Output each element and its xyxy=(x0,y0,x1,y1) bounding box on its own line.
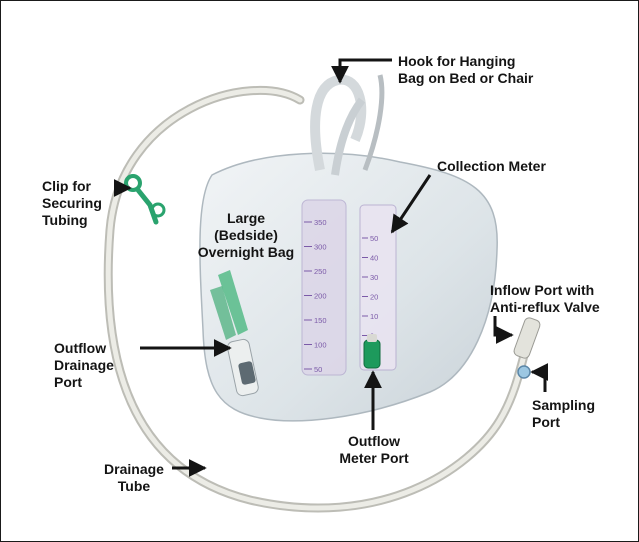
clip-label: Clip for Securing Tubing xyxy=(42,178,102,229)
scale-tick-label: 40 xyxy=(370,254,378,263)
sampling-port-label: Sampling Port xyxy=(532,397,595,431)
bag-label: Large (Bedside) Overnight Bag xyxy=(186,210,306,261)
drainage-tube-label: Drainage Tube xyxy=(98,461,170,495)
inflow-port xyxy=(513,316,542,359)
tubing-clip xyxy=(126,176,164,222)
hook-label: Hook for Hanging Bag on Bed or Chair xyxy=(398,53,533,87)
sampling-port xyxy=(518,366,530,378)
inflow-port-label: Inflow Port with Anti-reflux Valve xyxy=(490,282,600,316)
outflow-drainage-port-label: Outflow Drainage Port xyxy=(54,340,114,391)
collection-meter-label: Collection Meter xyxy=(437,158,546,175)
scale-tick-label: 20 xyxy=(370,293,378,302)
scale-tick-label: 50 xyxy=(370,234,378,243)
scale-tick-label: 10 xyxy=(370,312,378,321)
outflow-meter-port-label: Outflow Meter Port xyxy=(328,433,420,467)
scale-tick-label: 200 xyxy=(314,292,327,301)
scale-tick-label: 250 xyxy=(314,267,327,276)
scale-tick-label: 100 xyxy=(314,341,327,350)
scale-tick-label: 350 xyxy=(314,218,327,227)
scale-tick-label: 30 xyxy=(370,273,378,282)
scale-tick-label: 50 xyxy=(314,365,322,374)
scale-tick-label: 300 xyxy=(314,243,327,252)
scale-tick-label: 150 xyxy=(314,316,327,325)
